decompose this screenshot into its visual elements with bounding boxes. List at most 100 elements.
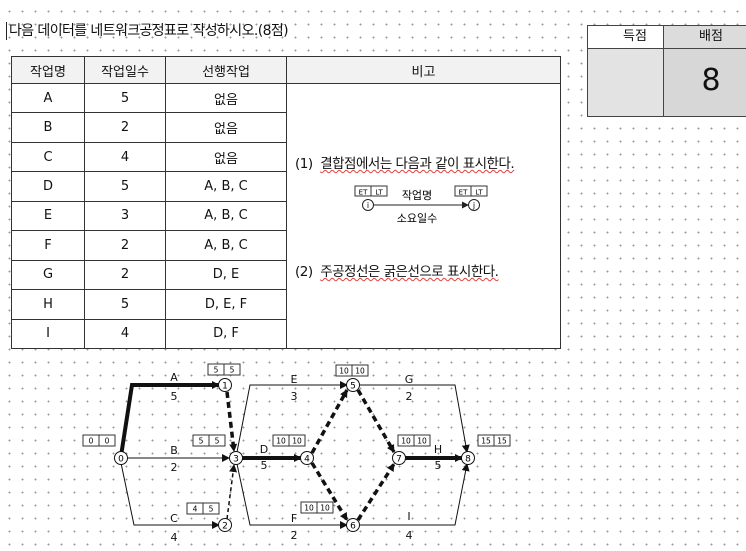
- cell-job-days: 4: [84, 141, 166, 173]
- node-4-label: 4: [304, 455, 310, 465]
- node-0-lt: 0: [105, 437, 110, 446]
- cell-job-days: 4: [84, 318, 166, 349]
- node-5-lt: 10: [355, 367, 365, 376]
- activity-e-arrow: [236, 381, 348, 453]
- cell-job-days: 5: [84, 171, 166, 202]
- activity-g-name: G: [405, 373, 414, 386]
- node-0: 0: [114, 451, 128, 465]
- activity-e-name: E: [291, 373, 298, 386]
- dummy-4-6: [310, 462, 349, 521]
- note-2-number: (2): [295, 264, 313, 280]
- points-box: 배점 8: [663, 25, 746, 117]
- dummy-5-7: [356, 389, 396, 453]
- activity-g-days: 2: [406, 390, 413, 403]
- node-3-label: 3: [233, 455, 239, 465]
- cell-job-name: F: [11, 230, 85, 261]
- dummy-4-5: [310, 389, 349, 454]
- dummy-1-3: [225, 391, 238, 452]
- header-remarks: 비고: [286, 56, 561, 84]
- activity-a-name: A: [170, 371, 178, 384]
- activity-c-arrow: [120, 462, 220, 529]
- activity-g-arrow: [359, 384, 470, 453]
- cell-job-name: H: [11, 289, 85, 320]
- cell-predecessor: 없음: [165, 112, 287, 143]
- cell-predecessor: D, E, F: [165, 289, 287, 320]
- node-8: 8: [461, 451, 475, 465]
- points-value: 8: [701, 63, 721, 98]
- node-1-time-box: 5 5: [207, 363, 241, 376]
- cell-job-name: D: [11, 171, 85, 202]
- activity-d-name: D: [260, 443, 268, 456]
- node-8-lt: 15: [497, 437, 507, 446]
- cell-predecessor: A, B, C: [165, 171, 287, 202]
- node-1-et: 5: [214, 366, 219, 375]
- node-0-time-box: 0 0: [82, 434, 116, 447]
- node-2-time-box: 4 5: [186, 502, 220, 515]
- node-3-time-box: 5 5: [192, 434, 226, 447]
- node-4-time-box: 10 10: [272, 434, 306, 447]
- activity-i-arrow: [359, 463, 470, 526]
- node-8-label: 8: [465, 455, 471, 465]
- activity-i-name: I: [407, 510, 410, 523]
- job-data-table: 작업명 작업일수 선행작업 비고 A 5 없음 (1) 결합점에서는 다음과 같…: [11, 56, 561, 349]
- node-4-et: 10: [276, 437, 286, 446]
- activity-c-name: C: [170, 512, 178, 525]
- remarks-cell: (1) 결합점에서는 다음과 같이 표시한다. ET LT ET LT: [286, 83, 561, 349]
- mini-end-node: j: [472, 201, 475, 210]
- node-7-et: 10: [401, 437, 411, 446]
- mini-right-lt: LT: [475, 189, 483, 197]
- network-diagram: 0 1 2 3 4 5 6 7 8 0 0 5 5 4 5 5 5 10 10 …: [82, 363, 511, 544]
- activity-c-days: 4: [171, 531, 178, 544]
- dummy-2-3: [226, 464, 238, 520]
- mini-left-et: ET: [359, 189, 368, 197]
- node-7-lt: 10: [417, 437, 427, 446]
- node-2-label: 2: [222, 522, 228, 532]
- node-5-et: 10: [339, 367, 349, 376]
- node-notation-diagram: ET LT ET LT i j 작업명 소요일수: [354, 185, 488, 225]
- node-6-label: 6: [350, 522, 356, 532]
- node-8-time-box: 15 15: [477, 434, 511, 447]
- activity-f-days: 2: [291, 529, 298, 542]
- node-3-lt: 5: [215, 437, 220, 446]
- node-7: 7: [392, 451, 406, 465]
- node-4: 4: [300, 451, 314, 465]
- note-2-text: 주공정선은 굵은선으로 표시한다.: [320, 264, 499, 280]
- cell-predecessor: D, F: [165, 318, 287, 349]
- cell-predecessor: 없음: [165, 82, 287, 114]
- cell-predecessor: A, B, C: [165, 230, 287, 261]
- node-3-et: 5: [199, 437, 204, 446]
- points-label: 배점: [664, 26, 746, 49]
- cell-predecessor: A, B, C: [165, 200, 287, 232]
- node-6: 6: [346, 518, 360, 532]
- activity-h-days: 5: [435, 459, 442, 472]
- note-2: (2) 주공정선은 굵은선으로 표시한다.: [295, 260, 499, 280]
- node-2-lt: 5: [209, 505, 214, 514]
- header-job-name: 작업명: [11, 56, 85, 84]
- activity-d-days: 5: [261, 459, 268, 472]
- node-6-time-box: 10 10: [300, 501, 334, 514]
- header-predecessor: 선행작업: [165, 56, 287, 84]
- node-0-label: 0: [118, 455, 124, 465]
- cell-job-days: 2: [84, 259, 166, 291]
- score-label: 득점: [588, 26, 682, 49]
- note-1-text: 결합점에서는 다음과 같이 표시한다.: [320, 156, 515, 172]
- node-7-time-box: 10 10: [397, 434, 431, 447]
- activity-a-arrow: [119, 381, 220, 457]
- mini-start-node: i: [367, 201, 369, 210]
- node-8-et: 15: [481, 437, 491, 446]
- activity-a-days: 5: [171, 390, 178, 403]
- cell-job-name: G: [11, 259, 85, 291]
- node-2: 2: [218, 518, 232, 532]
- node-6-et: 10: [304, 504, 314, 513]
- activity-f-arrow: [236, 463, 348, 529]
- cell-job-name: B: [11, 112, 85, 143]
- cell-job-name: C: [11, 141, 85, 173]
- node-2-et: 4: [193, 505, 198, 514]
- cell-job-days: 5: [84, 82, 166, 114]
- table-header-row: 작업명 작업일수 선행작업 비고: [11, 56, 561, 84]
- cell-job-days: 2: [84, 112, 166, 143]
